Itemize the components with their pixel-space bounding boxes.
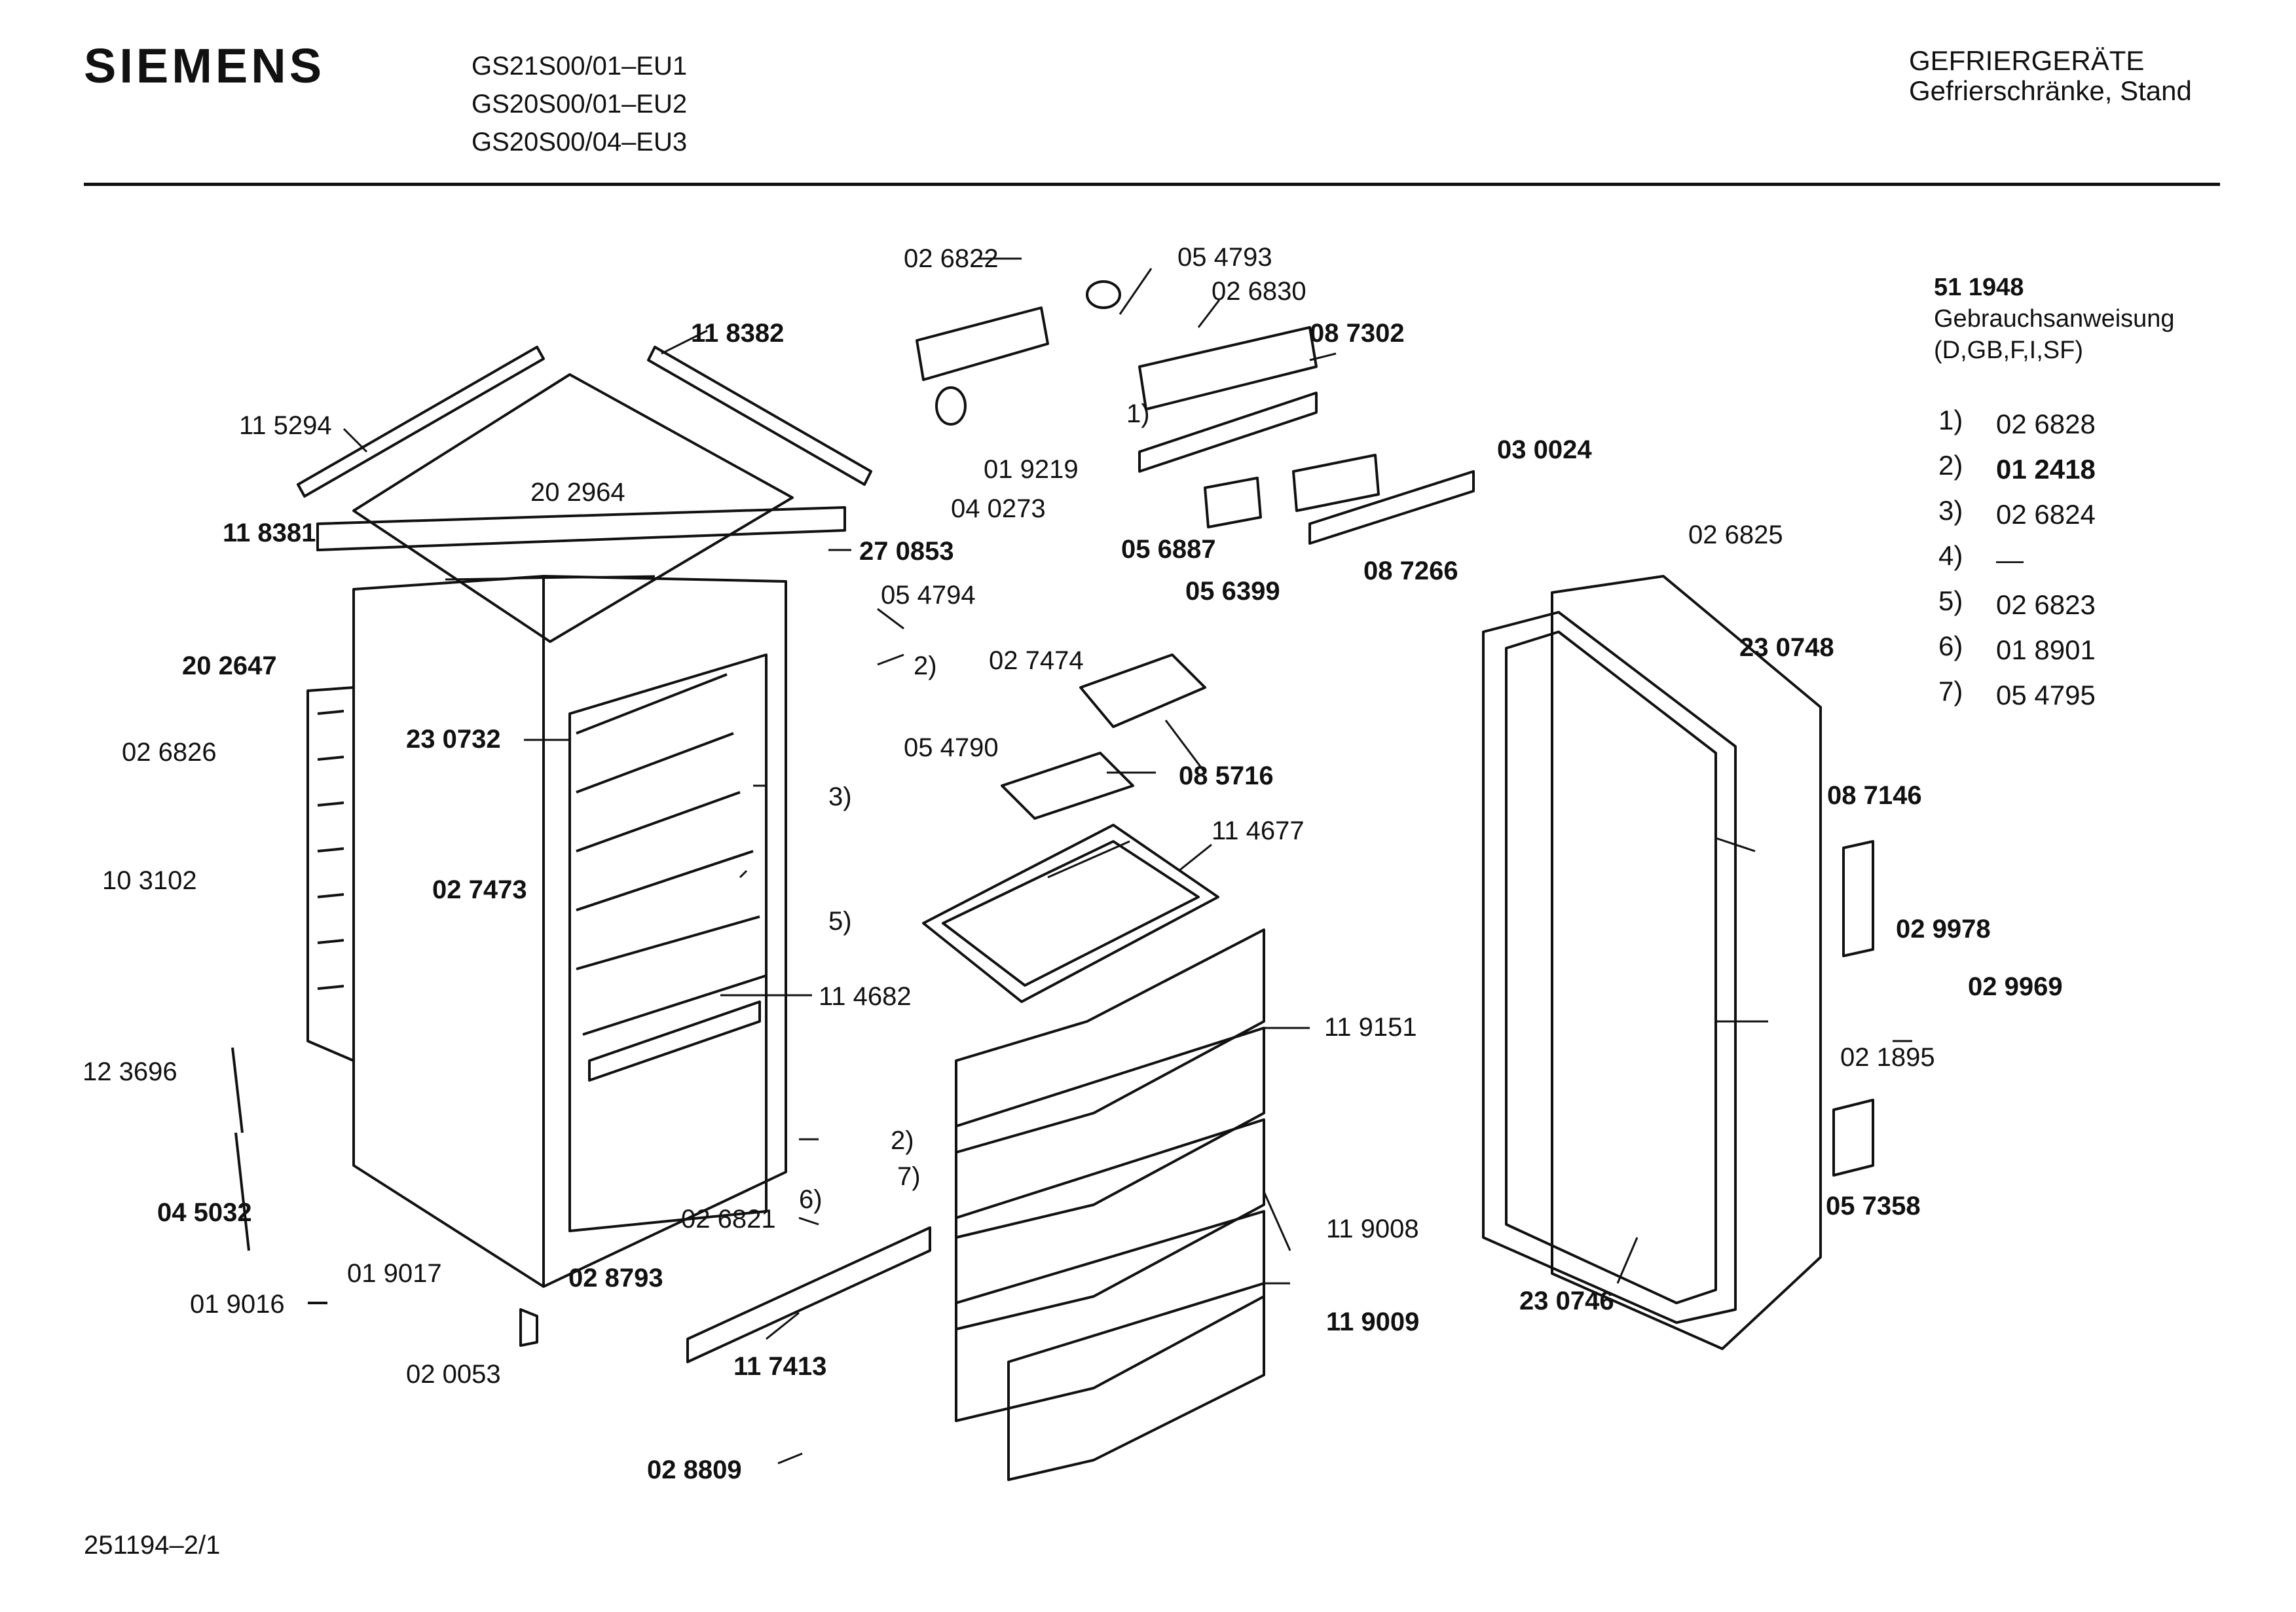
part-label: 20 2647 <box>182 651 277 680</box>
part-label: 5) <box>828 907 852 936</box>
part-label: 02 8809 <box>647 1456 742 1484</box>
drawing-number: 251194–2/1 <box>84 1531 221 1560</box>
part-label: 02 6822 <box>904 244 999 273</box>
part-label: 03 0024 <box>1497 435 1592 464</box>
part-label: 05 7358 <box>1826 1192 1921 1220</box>
brand-logo: SIEMENS <box>84 39 325 93</box>
part-label: 11 4682 <box>819 982 912 1011</box>
footnote-value: 02 6823 <box>1996 589 2096 620</box>
part-label: 11 7413 <box>733 1352 826 1381</box>
part-label: 02 0053 <box>406 1360 501 1389</box>
footnote-key: 4) <box>1938 540 1963 571</box>
part-label: 02 8793 <box>568 1264 663 1292</box>
part-label: 27 0853 <box>859 537 954 566</box>
part-label: 10 3102 <box>102 866 197 895</box>
part-label: 2) <box>891 1126 914 1155</box>
part-label: 11 8381 <box>223 519 316 547</box>
footnote-key: 1) <box>1938 405 1963 435</box>
manual-title: Gebrauchsanweisung <box>1934 305 2175 333</box>
footnote-value: 02 6828 <box>1996 409 2096 439</box>
part-label: 23 0746 <box>1519 1287 1614 1315</box>
footnote-key: 2) <box>1938 450 1963 481</box>
part-label: 01 9016 <box>190 1290 285 1319</box>
manual-reference: 51 1948 Gebrauchsanweisung (D,GB,F,I,SF) <box>1934 272 2175 366</box>
part-label: 02 1895 <box>1840 1043 1935 1072</box>
part-label: 08 7146 <box>1827 781 1922 810</box>
part-label: 1) <box>1126 399 1150 428</box>
footnote-value: 05 4795 <box>1996 680 2096 710</box>
footnote-key: 5) <box>1938 585 1963 616</box>
part-label: 12 3696 <box>83 1057 177 1086</box>
leader-lines <box>343 257 1912 1465</box>
part-label: 05 6887 <box>1121 535 1216 564</box>
part-label: 01 9017 <box>347 1259 442 1288</box>
part-label: 20 2964 <box>530 478 625 507</box>
part-label: 02 7474 <box>989 646 1084 675</box>
footnote-key: 7) <box>1938 676 1963 706</box>
part-label: 11 9008 <box>1326 1215 1419 1243</box>
model-number: GS21S00/01–EU1 <box>472 52 688 81</box>
part-label: 02 9969 <box>1968 972 2063 1001</box>
part-label: 05 4793 <box>1177 243 1272 272</box>
category-line: Gefrierschränke, Stand <box>1909 75 2192 106</box>
header-divider <box>84 183 2220 186</box>
part-label: 01 9219 <box>984 455 1079 484</box>
part-label: 02 9978 <box>1896 915 1991 943</box>
part-label: 11 9151 <box>1324 1013 1417 1042</box>
manual-part-number: 51 1948 <box>1934 274 2024 301</box>
part-label: 7) <box>897 1162 921 1191</box>
footnote-key: 6) <box>1938 631 1963 661</box>
part-label: 02 6821 <box>681 1205 776 1234</box>
footnote-value: 02 6824 <box>1996 499 2096 530</box>
part-label: 02 6830 <box>1212 277 1306 306</box>
part-label: 23 0748 <box>1739 633 1834 662</box>
part-label: 08 7266 <box>1363 557 1458 585</box>
part-label: 08 5716 <box>1179 761 1274 790</box>
category-title: GEFRIERGERÄTE Gefrierschränke, Stand <box>1909 46 2192 106</box>
part-label: 6) <box>799 1185 823 1214</box>
footnote-value: — <box>1996 544 2024 575</box>
part-label: 23 0732 <box>406 725 501 754</box>
part-label: 08 7302 <box>1310 319 1405 348</box>
drawing-linework <box>231 280 1874 1481</box>
model-list: GS21S00/01–EU1 GS20S00/01–EU2 GS20S00/04… <box>472 47 687 161</box>
model-number: GS20S00/04–EU3 <box>472 128 688 156</box>
part-label: 11 8382 <box>691 319 784 348</box>
part-label: 05 6399 <box>1185 577 1280 606</box>
part-label: 05 4790 <box>904 733 999 762</box>
part-label: 11 9009 <box>1326 1308 1419 1336</box>
part-label: 3) <box>828 782 852 811</box>
part-label-group: 02 6822 05 4793 02 6830 08 7302 11 8382 … <box>83 243 2063 1484</box>
part-label: 11 4677 <box>1212 816 1305 845</box>
manual-languages: (D,GB,F,I,SF) <box>1934 337 2083 364</box>
part-label: 02 7473 <box>432 875 527 904</box>
part-label: 02 6826 <box>122 738 217 767</box>
part-label: 02 6825 <box>1688 521 1783 549</box>
model-number: GS20S00/01–EU2 <box>472 90 688 119</box>
part-label: 04 5032 <box>157 1198 252 1227</box>
part-label: 05 4794 <box>881 581 976 610</box>
part-label: 2) <box>914 651 937 680</box>
category-line: GEFRIERGERÄTE <box>1909 45 2145 76</box>
part-label: 11 5294 <box>239 411 332 440</box>
part-label: 04 0273 <box>951 494 1046 523</box>
footnote-value: 01 8901 <box>1996 634 2096 665</box>
footnote-key: 3) <box>1938 495 1963 526</box>
footnote-value: 01 2418 <box>1996 454 2096 485</box>
